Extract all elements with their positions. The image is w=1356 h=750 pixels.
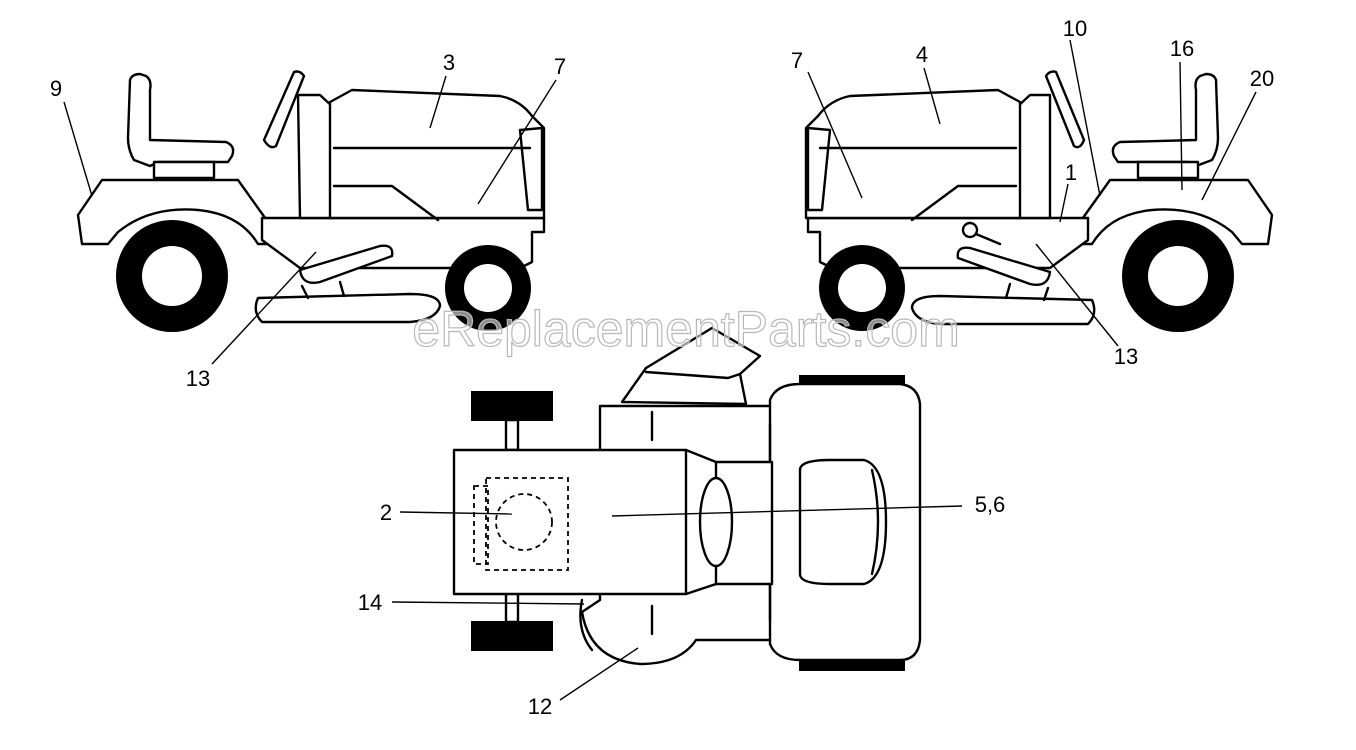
front-wheel-top-upper (471, 391, 553, 421)
seat-base-left (152, 160, 216, 180)
mower-deck-right (910, 294, 1096, 326)
callout-1: 1 (1065, 160, 1077, 185)
steering-column-left (296, 93, 336, 220)
callout-labels: 9 3 7 13 7 4 10 16 20 1 13 2 5,6 14 12 (50, 16, 1274, 719)
tractor-left-side-view (76, 70, 546, 332)
front-wheel-top-lower (471, 621, 553, 651)
callout-13-right: 13 (1114, 344, 1138, 369)
steering-wheel-top (698, 476, 734, 568)
seat-base-right (1136, 160, 1200, 180)
steering-wheel-left (262, 70, 306, 149)
tractor-right-side-view (804, 70, 1274, 332)
callout-9: 9 (50, 76, 62, 101)
ignition-key (961, 221, 979, 239)
discharge-chute (620, 326, 762, 406)
pedal-left (298, 244, 394, 284)
callout-12: 12 (528, 694, 552, 719)
pedal-right (956, 246, 1052, 286)
callout-10: 10 (1063, 16, 1087, 41)
callout-13-left: 13 (186, 366, 210, 391)
callout-7-left: 7 (554, 54, 566, 79)
seat-left (126, 72, 235, 168)
leader-lines (63, 39, 1257, 701)
callout-20: 20 (1250, 66, 1274, 91)
callout-4: 4 (916, 42, 928, 67)
watermark-text: eReplacementParts.com (412, 301, 959, 357)
callout-5-6: 5,6 (975, 492, 1006, 517)
hood-left (328, 88, 546, 220)
mower-deck-left (254, 292, 442, 324)
callout-2: 2 (380, 500, 392, 525)
callout-16: 16 (1170, 36, 1194, 61)
tractor-top-view (452, 326, 922, 671)
callout-7-right: 7 (791, 48, 803, 73)
hood-top (452, 448, 718, 596)
seat-top (798, 458, 888, 586)
seat-right (1111, 72, 1220, 168)
steering-wheel-right (1044, 70, 1086, 149)
callout-3: 3 (443, 50, 455, 75)
callout-14: 14 (358, 590, 382, 615)
hood-right (804, 88, 1022, 220)
engine-outline (485, 477, 569, 571)
